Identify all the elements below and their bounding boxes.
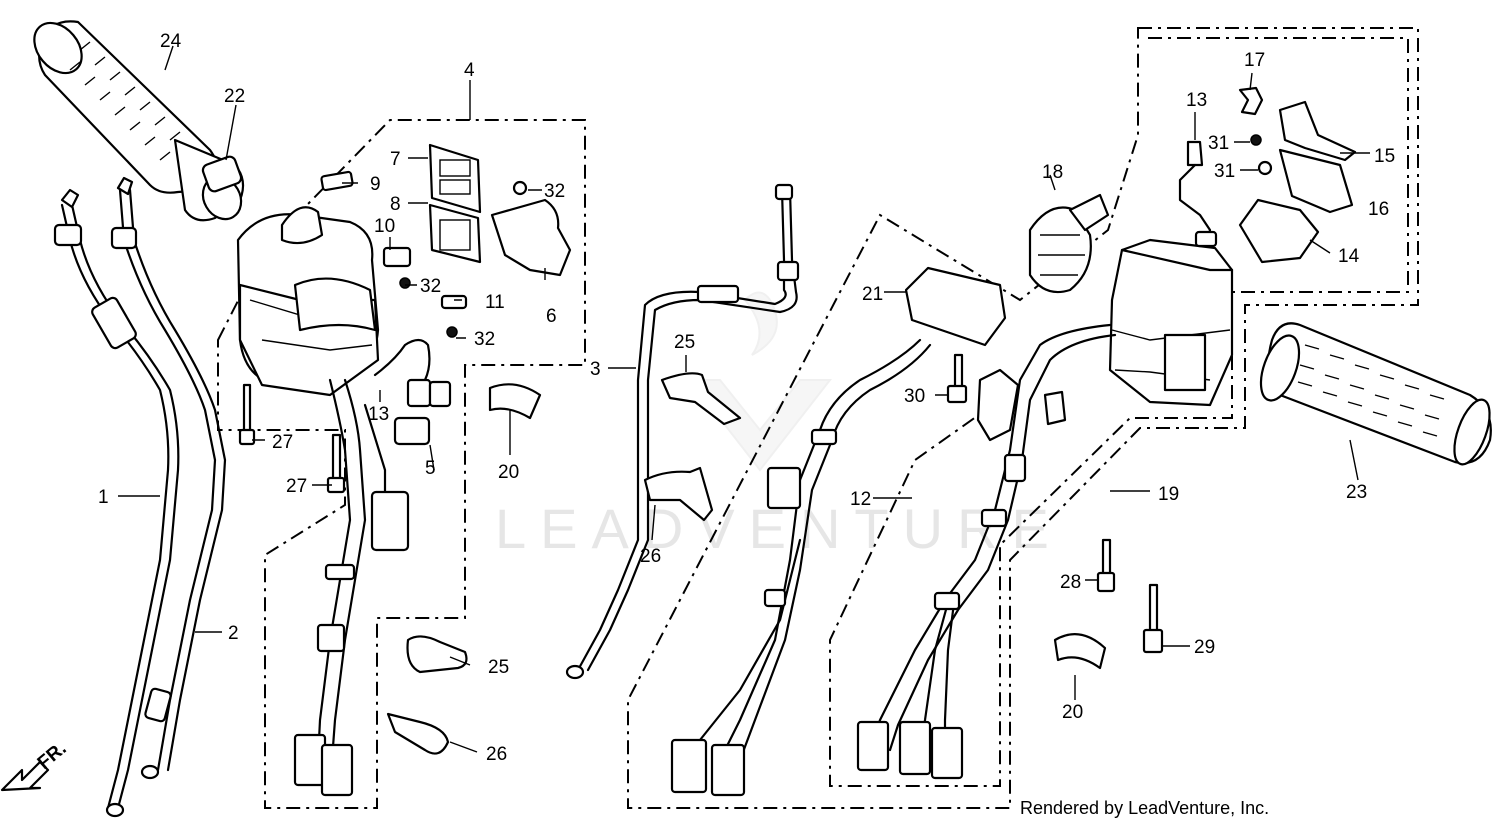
screw-27-lower [326,433,346,494]
right-switch-housing [1108,238,1234,407]
switch-button-10 [382,246,412,268]
callout-8: 8 [390,194,401,215]
cable-guide-20-center [488,383,542,420]
cable-clamp-26-center [643,466,714,522]
callout-20-right: 20 [1062,702,1083,723]
callout-7: 7 [390,149,401,170]
group-outline-right-inner [829,37,1409,787]
left-grip [33,20,245,222]
screw-28 [1096,538,1116,593]
front-direction-arrow: FR. [0,738,71,792]
screws-31 [1250,134,1273,176]
callout-22: 22 [224,86,245,107]
left-switch-subharness-13 [373,338,452,408]
credit-text: Rendered by LeadVenture, Inc. [1020,798,1269,818]
switch-cover-6 [490,198,572,277]
callout-29: 29 [1194,637,1215,658]
screw-27-upper [238,383,256,446]
plate-15 [1278,100,1357,162]
callout-24: 24 [160,31,182,52]
switch-plate-8 [428,203,482,264]
right-switch-wiring [856,323,1117,780]
callout-14: 14 [1338,246,1360,267]
callout-11: 11 [485,292,505,313]
plate-16 [1278,148,1354,214]
left-switch-harness [293,378,410,797]
cable-guide-20-right [1053,632,1107,670]
right-grip [1259,322,1492,466]
callout-12: 12 [850,489,871,510]
bracket-17 [1238,86,1264,116]
throttle-cable-a [53,188,180,818]
callout-13-left: 13 [368,404,389,425]
callout-2: 2 [228,623,239,644]
switch-base-14 [1238,198,1320,264]
callout-19: 19 [1158,484,1179,505]
callout-32-top: 32 [544,181,565,202]
switch-button-11 [440,294,468,310]
callout-30: 30 [904,386,925,407]
callout-9: 9 [370,174,381,195]
callout-23: 23 [1346,482,1367,503]
callout-13-right: 13 [1186,90,1207,111]
callout-18: 18 [1042,162,1063,183]
callout-20-center: 20 [498,462,519,483]
callout-32-middle: 32 [420,276,441,297]
callout-31-upper: 31 [1208,133,1229,154]
choke-cable-3 [565,183,800,680]
cable-clamp-26-left [386,712,450,755]
callout-26-left: 26 [486,744,507,765]
callout-25-left: 25 [488,657,509,678]
callout-32-bottom: 32 [474,329,495,350]
callout-1: 1 [98,487,109,508]
right-switch-harness-12 [670,338,932,797]
throttle-cable-b [110,176,227,780]
switch-collar-18 [1028,193,1110,294]
screw-30 [946,353,968,404]
callout-28: 28 [1060,572,1081,593]
relay-21 [904,266,1007,347]
watermark-logo [687,291,833,472]
callout-27-lower: 27 [286,476,307,497]
callout-16: 16 [1368,199,1389,220]
cable-clamp-25-center [660,372,742,426]
callout-27-upper: 27 [272,432,293,453]
connector-5 [393,416,431,446]
throttle-housing-clamp [201,155,243,193]
callout-31-lower: 31 [1214,161,1235,182]
callout-labels: 1 2 3 4 5 6 7 8 9 10 11 12 13 13 14 15 1… [98,31,1395,765]
switch-knob-9 [320,170,354,192]
screw-29 [1142,583,1164,654]
callout-26-center: 26 [640,546,661,567]
left-switch-housing [236,206,380,397]
callout-4: 4 [464,60,475,81]
callout-15: 15 [1374,146,1395,167]
callout-3: 3 [590,359,601,380]
leader-lines [118,45,1370,753]
callout-17: 17 [1244,50,1265,71]
callout-10: 10 [374,216,395,237]
screws-32 [399,180,528,338]
group-outline-right-switch [627,27,1419,809]
switch-plate-7 [428,143,482,214]
right-subharness-13 [1178,140,1218,248]
cable-clamp-25-left [406,635,468,674]
callout-21: 21 [862,284,883,305]
callout-6: 6 [546,306,557,327]
callout-25-center: 25 [674,332,695,353]
callout-5: 5 [425,458,436,479]
